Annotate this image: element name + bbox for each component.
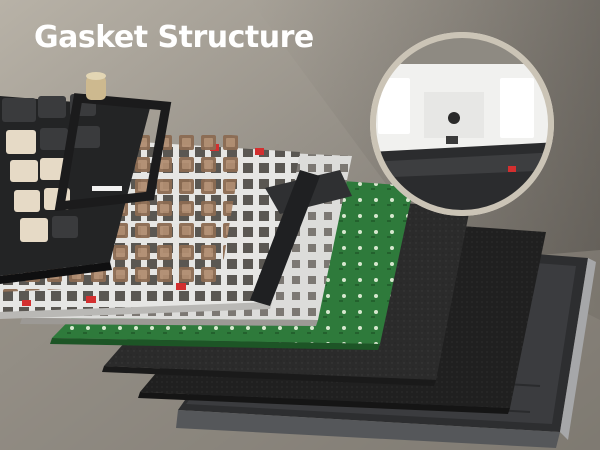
page-title: Gasket Structure <box>34 20 314 55</box>
volume-knob <box>86 76 106 100</box>
gasket-tab <box>86 296 96 303</box>
gasket-tab <box>22 300 31 306</box>
gasket-tab <box>255 148 264 155</box>
screen-strip <box>92 186 122 191</box>
gasket-detail-callout <box>370 32 554 216</box>
gasket-tab <box>176 283 186 290</box>
layer-keycaps-and-top-case <box>0 72 172 284</box>
layer-inner-frame <box>250 170 352 306</box>
